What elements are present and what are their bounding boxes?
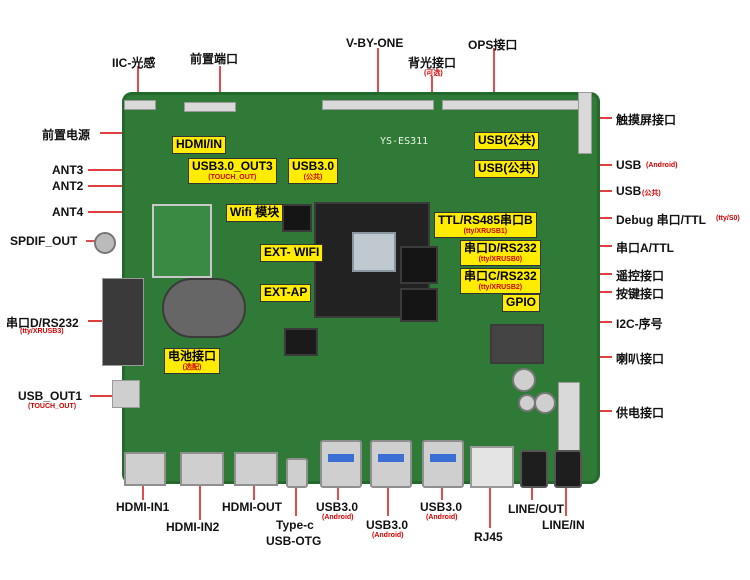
iic-connector xyxy=(124,100,156,110)
tag-wifi-module: Wifi 模块 xyxy=(226,204,284,222)
label-vbyone: V-BY-ONE xyxy=(346,36,404,50)
soc-die xyxy=(352,232,396,272)
label-ops: OPS接口 xyxy=(468,38,518,52)
tag-ttl-rs485-label: TTL/RS485串口B xyxy=(438,213,533,227)
label-usb-otg: USB-OTG xyxy=(266,534,322,548)
usb30-port-b xyxy=(370,440,412,488)
hdmi-in2-port xyxy=(180,452,224,486)
tag-battery-label: 电池接口 xyxy=(168,349,217,363)
label-usb30-c-sub: (Android) xyxy=(426,514,458,521)
tag-usb30-out3: USB3.0_OUT3(TOUCH_OUT) xyxy=(188,158,277,184)
capacitor-2 xyxy=(534,392,556,414)
line-in-jack xyxy=(554,450,582,488)
tag-battery-sub: (选配) xyxy=(182,363,202,371)
tag-hdmi-in: HDMI/IN xyxy=(172,136,226,154)
spdif-jack xyxy=(94,232,116,254)
board-silkscreen: YS-ES311 xyxy=(380,136,429,147)
label-debug-sub: (tty/S0) xyxy=(716,215,740,222)
coin-battery xyxy=(162,278,246,338)
tag-gpio: GPIO xyxy=(502,294,541,312)
tag-serial-c-rs232-sub: (tty/XRUSB2) xyxy=(478,283,523,291)
vbyone-connector xyxy=(322,100,434,110)
label-usb-public-sub: (公共) xyxy=(642,190,661,197)
label-backlight-sub: (可选) xyxy=(424,70,443,77)
tag-serial-d-rs232-sub: (tty/XRUSB0) xyxy=(478,255,523,263)
usb-out1-port xyxy=(112,380,140,408)
label-debug: Debug 串口/TTL xyxy=(616,213,706,227)
label-ant4: ANT4 xyxy=(52,205,84,219)
label-spdif-out: SPDIF_OUT xyxy=(10,234,78,248)
tag-ttl-rs485-sub: (tty/XRUSB1) xyxy=(463,227,508,235)
ram-chip-3 xyxy=(400,288,438,322)
label-power: 供电接口 xyxy=(616,406,665,420)
label-line-in: LINE/IN xyxy=(542,518,585,532)
tag-battery: 电池接口(选配) xyxy=(164,348,221,374)
tag-serial-c-rs232-label: 串口C/RS232 xyxy=(464,269,537,283)
typec-port xyxy=(286,458,308,488)
label-keys: 按键接口 xyxy=(616,287,665,301)
tag-usb30-out3-label: USB3.0_OUT3 xyxy=(192,159,273,173)
label-ant2: ANT2 xyxy=(52,179,84,193)
label-ant3: ANT3 xyxy=(52,163,84,177)
tag-usb30-label: USB3.0 xyxy=(292,159,335,173)
label-usb30-b-sub: (Android) xyxy=(372,532,404,539)
tag-usb-public-2: USB(公共) xyxy=(474,160,540,178)
label-serial-d: 串口D/RS232 xyxy=(6,316,79,330)
wifi-module-chip xyxy=(152,204,212,278)
label-usb-public: USB xyxy=(616,184,642,198)
label-usb-android-sub: (Android) xyxy=(646,162,678,169)
tag-usb30-sub: (公共) xyxy=(303,173,323,181)
label-remote: 遥控接口 xyxy=(616,269,665,283)
tag-serial-d-rs232: 串口D/RS232(tty/XRUSB0) xyxy=(460,240,541,266)
db9-serial xyxy=(102,278,144,366)
label-touch: 触摸屏接口 xyxy=(616,113,677,127)
hdmi-out-port xyxy=(234,452,278,486)
line-out-jack xyxy=(520,450,548,488)
capacitor-1 xyxy=(512,368,536,392)
label-front-power: 前置电源 xyxy=(42,128,91,142)
touch-connector xyxy=(578,92,592,154)
ops-connector xyxy=(442,100,584,110)
tag-serial-d-rs232-label: 串口D/RS232 xyxy=(464,241,537,255)
tag-usb30-out3-sub: (TOUCH_OUT) xyxy=(208,173,257,181)
label-backlight: 背光接口 xyxy=(408,56,457,70)
usb30-port-c xyxy=(422,440,464,488)
label-usb-out1: USB_OUT1 xyxy=(18,389,83,403)
label-usb-android: USB xyxy=(616,158,642,172)
capacitor-3 xyxy=(518,394,536,412)
label-usb30-a: USB3.0 xyxy=(316,500,359,514)
power-connector xyxy=(558,382,580,454)
label-typec: Type-c xyxy=(276,518,314,532)
label-serial-d-sub: (tty/XRUSB3) xyxy=(20,328,64,335)
label-i2c: I2C-序号 xyxy=(616,317,663,331)
label-speaker: 喇叭接口 xyxy=(616,352,665,366)
ram-chip-1 xyxy=(282,204,312,232)
label-usb30-b: USB3.0 xyxy=(366,518,409,532)
label-hdmi-out: HDMI-OUT xyxy=(222,500,282,514)
usb30-port-a xyxy=(320,440,362,488)
label-hdmi-in1: HDMI-IN1 xyxy=(116,500,170,514)
label-rj45: RJ45 xyxy=(474,530,503,544)
label-front-port: 前置端口 xyxy=(190,52,239,66)
rj45-port xyxy=(470,446,514,488)
label-usb-out1-sub: (TOUCH_OUT) xyxy=(28,403,77,410)
label-hdmi-in2: HDMI-IN2 xyxy=(166,520,220,534)
front-port-connector xyxy=(184,102,236,112)
tag-serial-c-rs232: 串口C/RS232(tty/XRUSB2) xyxy=(460,268,541,294)
label-usb30-c: USB3.0 xyxy=(420,500,463,514)
tag-ttl-rs485: TTL/RS485串口B(tty/XRUSB1) xyxy=(434,212,537,238)
label-line-out: LINE/OUT xyxy=(508,502,564,516)
power-mosfets xyxy=(490,324,544,364)
tag-usb30: USB3.0(公共) xyxy=(288,158,339,184)
label-usb30-a-sub: (Android) xyxy=(322,514,354,521)
tag-ext-ap: EXT-AP xyxy=(260,284,312,302)
label-iic: IIC-光感 xyxy=(112,56,156,70)
tag-usb-public-1: USB(公共) xyxy=(474,132,540,150)
label-serial-a: 串口A/TTL xyxy=(616,241,674,255)
tag-ext-wifi: EXT- WIFI xyxy=(260,244,324,262)
ram-chip-2 xyxy=(400,246,438,284)
hdmi-in1-port xyxy=(124,452,166,486)
audio-codec xyxy=(284,328,318,356)
